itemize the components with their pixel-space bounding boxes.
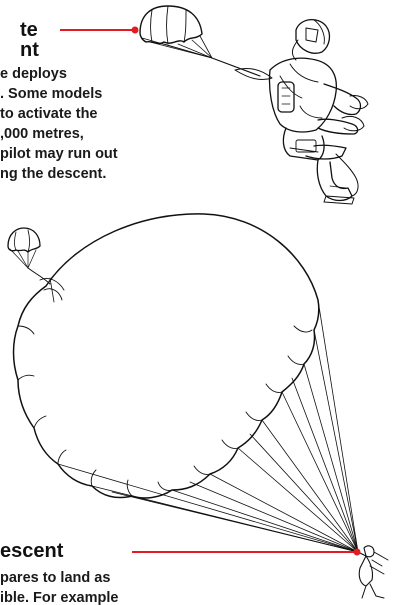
descent-body-line: ible. For example [0,588,118,605]
drogue-body-line: . Some models [0,84,102,104]
drogue-body-line: ,000 metres, [0,124,84,144]
drogue-body-line: pilot may run out [0,144,118,164]
drogue-heading-line-2: nt [20,40,39,60]
drogue-parachute-top [140,6,272,80]
descent-body-line: pares to land as [0,568,110,588]
descent-leader-dot [354,549,361,556]
descent-heading: escent [0,541,63,561]
main-canopy [14,214,319,498]
drogue-body-line: e deploys [0,64,67,84]
jumper-top [269,20,368,204]
jumper-bottom [358,546,388,598]
drogue-leader-dot [132,27,139,34]
drogue-body-line: to activate the [0,104,98,124]
drogue-body-line: ng the descent. [0,164,106,184]
pilot-chute [8,228,64,302]
drogue-heading-line-1: te [20,20,38,40]
suspension-lines [58,300,358,552]
